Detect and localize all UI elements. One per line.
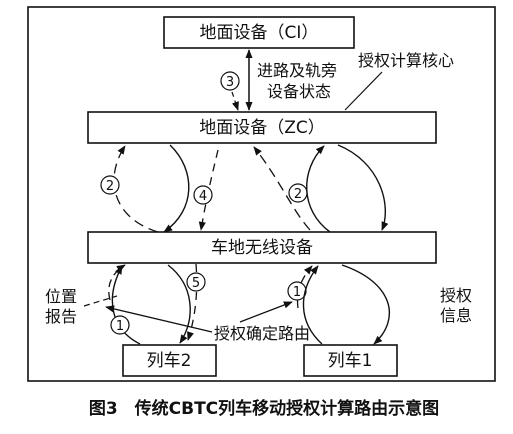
radio-to-train1-solid [341, 264, 390, 345]
step-2-left-circle [100, 175, 120, 195]
train2-box-label: 列车2 [147, 351, 192, 371]
figure-caption: 图3 传统CBTC列车移动授权计算路由示意图 [89, 398, 439, 419]
right-loop-up-solid [306, 145, 331, 233]
train1-up-dashed [296, 265, 313, 309]
auth-route-leader-left [105, 305, 213, 333]
position-label-line1: 位置 [45, 287, 77, 306]
outer-frame [27, 6, 496, 382]
step-1-left-number: 1 [116, 319, 124, 334]
zc-box: 地面设备（ZC） [87, 111, 437, 144]
route-status-label-line2: 设备状态 [267, 82, 331, 101]
step-4-dashed-arrow [198, 149, 219, 231]
position-label-line2: 报告 [45, 307, 77, 326]
right-loop-up-dashed [253, 146, 311, 231]
step-3-dashed-arrow [231, 91, 239, 111]
auth-info-label-line2: 信息 [440, 306, 472, 325]
step-3-number: 3 [226, 75, 234, 90]
train2-up-solid [111, 265, 141, 345]
route-status-label-line1: 进路及轨旁 [257, 61, 337, 80]
auth-info-label-line1: 授权 [440, 286, 472, 305]
radio-box-label: 车地无线设备 [211, 238, 313, 258]
step-2-right-number: 2 [294, 187, 302, 202]
auth-route-label: 授权确定路由 [214, 324, 310, 343]
step-4-number: 4 [199, 189, 207, 204]
ci-box-label: 地面设备（CI） [200, 23, 319, 43]
step-3-circle [220, 71, 240, 91]
step-1-left-circle [110, 315, 130, 335]
ci-box: 地面设备（CI） [163, 16, 355, 49]
left-loop-down-arrow [163, 144, 190, 233]
step-5-dashed-arrow [187, 263, 198, 341]
right-loop-down-solid [337, 144, 389, 231]
radio-to-train2-solid [167, 264, 191, 344]
auth-core-label: 授权计算核心 [358, 51, 454, 70]
left-loop-up-dashed [113, 145, 159, 233]
step-1-right-number: 1 [293, 285, 301, 300]
step-2-left-number: 2 [106, 179, 114, 194]
position-leader-line [83, 295, 118, 307]
step-1-right-circle [287, 281, 307, 301]
train2-box: 列车2 [122, 344, 217, 377]
train1-box: 列车1 [303, 344, 398, 377]
radio-box: 车地无线设备 [87, 231, 437, 264]
step-5-circle [186, 272, 206, 292]
step-4-circle [193, 185, 213, 205]
zc-box-label: 地面设备（ZC） [199, 118, 325, 138]
train1-box-label: 列车1 [328, 351, 373, 371]
auth-core-leader [344, 71, 383, 111]
train1-up-solid [302, 265, 323, 345]
auth-route-leader-right [239, 301, 293, 323]
train2-up-dashed [108, 264, 126, 301]
step-5-number: 5 [192, 276, 200, 291]
